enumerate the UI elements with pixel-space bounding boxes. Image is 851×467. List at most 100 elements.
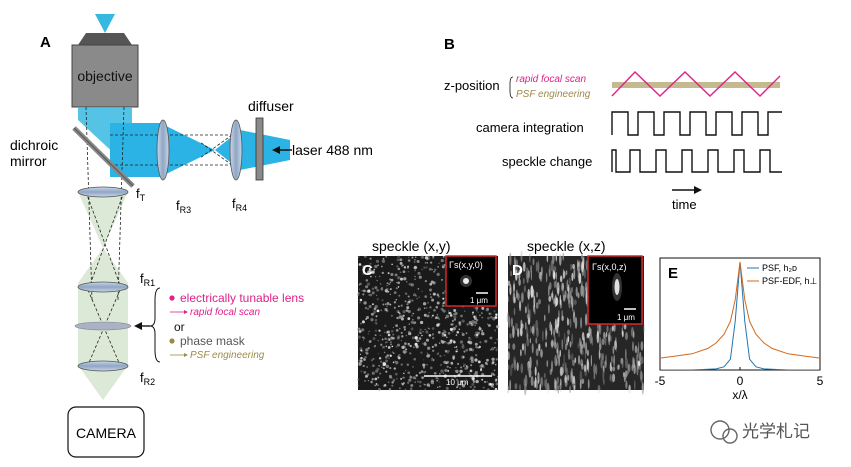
z-position-label: z-position	[444, 78, 500, 93]
speckle-grain	[487, 388, 490, 391]
speckle-grain	[426, 315, 428, 318]
speckle-grain	[426, 262, 429, 264]
speckle-grain	[407, 267, 409, 269]
speckle-grain	[392, 361, 395, 364]
speckle-grain	[430, 380, 435, 385]
speckle-grain	[437, 331, 441, 334]
panel-d-title: speckle (x,z)	[527, 238, 606, 254]
speckle-grain-elongated	[579, 379, 582, 390]
speckle-grain	[399, 261, 403, 265]
speckle-grain	[438, 381, 440, 383]
speckle-grain-elongated	[507, 385, 510, 394]
speckle-grain	[417, 380, 419, 383]
speckle-grain	[413, 261, 416, 263]
speckle-grain-elongated	[537, 374, 540, 380]
speckle-grain	[477, 311, 479, 313]
speckle-grain	[469, 385, 472, 389]
speckle-grain-elongated	[621, 326, 624, 336]
speckle-grain	[462, 356, 465, 358]
speckle-grain	[421, 376, 424, 379]
speckle-grain-elongated	[624, 348, 627, 361]
diffuser-label: diffuser	[248, 98, 294, 114]
speckle-grain-elongated	[640, 356, 644, 365]
speckle-grain-elongated	[540, 349, 543, 358]
speckle-grain	[399, 258, 403, 262]
watermark-text: 光学札记	[742, 422, 810, 441]
speckle-grain-elongated	[571, 286, 573, 293]
speckle-grain-elongated	[566, 377, 568, 386]
speckle-grain-elongated	[538, 271, 542, 280]
speckle-grain	[405, 348, 408, 351]
speckle-grain-elongated	[596, 330, 600, 344]
speckle-grain	[403, 277, 407, 281]
speckle-grain	[414, 336, 418, 340]
speckle-grain	[374, 304, 378, 309]
speckle-grain	[474, 370, 478, 375]
speckle-grain	[420, 370, 424, 373]
speckle-grain	[455, 334, 458, 336]
speckle-grain	[390, 278, 394, 282]
speckle-grain	[455, 369, 459, 374]
speckle-grain	[424, 279, 428, 283]
speckle-grain	[358, 263, 362, 266]
speckle-grain	[370, 275, 372, 278]
speckle-grain	[460, 384, 462, 386]
speckle-grain	[358, 288, 361, 290]
speckle-grain	[390, 329, 394, 333]
speckle-grain	[385, 364, 389, 369]
speckle-grain-elongated	[632, 330, 635, 339]
speckle-grain	[442, 291, 445, 295]
speckle-grain	[437, 266, 439, 268]
speckle-grain	[423, 266, 426, 269]
speckle-grain-elongated	[575, 286, 578, 297]
speckle-grain	[389, 288, 392, 291]
speckle-grain	[392, 326, 395, 329]
speckle-grain-elongated	[584, 281, 588, 293]
speckle-grain	[426, 364, 428, 366]
speckle-grain-elongated	[559, 378, 562, 386]
speckle-grain	[389, 343, 393, 346]
speckle-grain-elongated	[612, 366, 616, 372]
speckle-grain-elongated	[570, 371, 574, 381]
speckle-grain	[384, 337, 387, 340]
speckle-grain-elongated	[555, 271, 558, 280]
speckle-grain-elongated	[583, 364, 587, 372]
speckle-grain	[454, 311, 458, 316]
speckle-grain	[410, 383, 414, 388]
speckle-grain	[389, 281, 392, 283]
speckle-grain	[449, 311, 452, 315]
speckle-grain	[411, 299, 414, 302]
speckle-grain	[438, 262, 440, 265]
speckle-grain	[493, 373, 496, 377]
speckle-grain-elongated	[547, 304, 550, 314]
speckle-grain-elongated	[590, 354, 593, 367]
speckle-grain	[395, 377, 398, 380]
psf-band	[612, 82, 780, 88]
speckle-grain-elongated	[538, 343, 541, 352]
speckle-grain-elongated	[564, 343, 568, 351]
speckle-grain-elongated	[602, 365, 605, 372]
speckle-grain	[376, 309, 380, 313]
speckle-grain-elongated	[567, 329, 570, 335]
speckle-grain	[434, 343, 438, 347]
speckle-grain	[414, 294, 418, 297]
speckle-grain	[451, 319, 454, 323]
speckle-grain	[373, 307, 377, 311]
speckle-grain-elongated	[625, 332, 628, 341]
speckle-grain	[380, 287, 384, 291]
speckle-grain	[392, 333, 395, 336]
speckle-grain-elongated	[618, 364, 620, 370]
speckle-grain	[374, 286, 378, 290]
speckle-grain	[434, 268, 437, 271]
speckle-grain	[391, 263, 393, 266]
bullet-phase	[169, 338, 175, 344]
speckle-grain	[375, 315, 378, 318]
speckle-grain	[406, 306, 410, 310]
speckle-grain	[395, 345, 398, 348]
speckle-grain	[471, 376, 475, 380]
speckle-grain	[400, 339, 402, 342]
speckle-grain-elongated	[514, 383, 518, 390]
speckle-grain	[495, 382, 499, 386]
speckle-grain	[359, 359, 363, 363]
